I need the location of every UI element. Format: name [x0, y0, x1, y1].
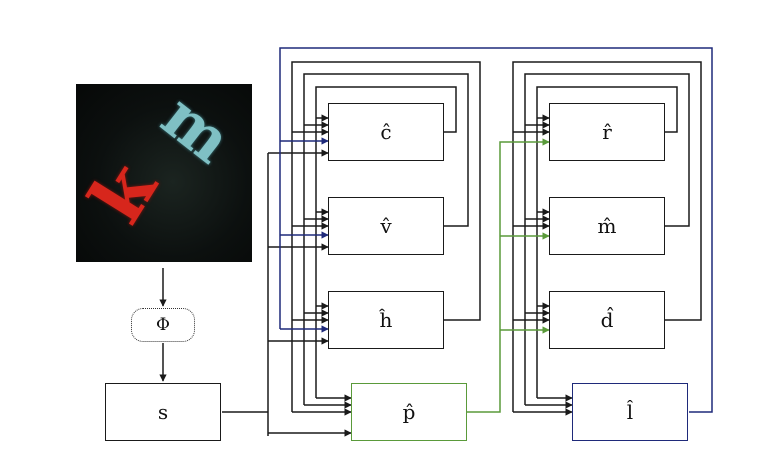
node-r-label: r̂	[602, 120, 612, 144]
node-p-label: p̂	[402, 400, 416, 424]
encoder-phi-node: Φ	[131, 308, 195, 342]
node-l: l̂	[572, 383, 688, 441]
wire-loop-r	[536, 86, 678, 398]
node-d: d̂	[549, 291, 665, 349]
state-s-label: s	[157, 400, 169, 424]
node-h-label: ĥ	[379, 308, 393, 332]
node-v-label: v̂	[380, 214, 392, 238]
wire-loop-m	[524, 73, 690, 405]
node-l-label: l̂	[626, 400, 634, 424]
wire-loop-d	[512, 61, 702, 412]
node-m: m̂	[549, 197, 665, 255]
node-m-label: m̂	[597, 214, 617, 238]
wire-loop-h	[291, 61, 481, 412]
node-r: r̂	[549, 103, 665, 161]
input-letter-m: m	[148, 84, 246, 178]
wire-loop-v	[303, 73, 469, 405]
node-d-label: d̂	[600, 308, 614, 332]
input-image: m k	[76, 84, 252, 262]
input-letter-k: k	[76, 148, 174, 238]
wire-loop-c	[315, 86, 457, 398]
node-c: ĉ	[328, 103, 444, 161]
node-v: v̂	[328, 197, 444, 255]
node-c-label: ĉ	[380, 120, 392, 144]
wire-p-to-r	[467, 138, 550, 413]
state-s-node: s	[105, 383, 221, 441]
encoder-phi-label: Φ	[156, 315, 170, 335]
node-p: p̂	[351, 383, 467, 441]
node-h: ĥ	[328, 291, 444, 349]
